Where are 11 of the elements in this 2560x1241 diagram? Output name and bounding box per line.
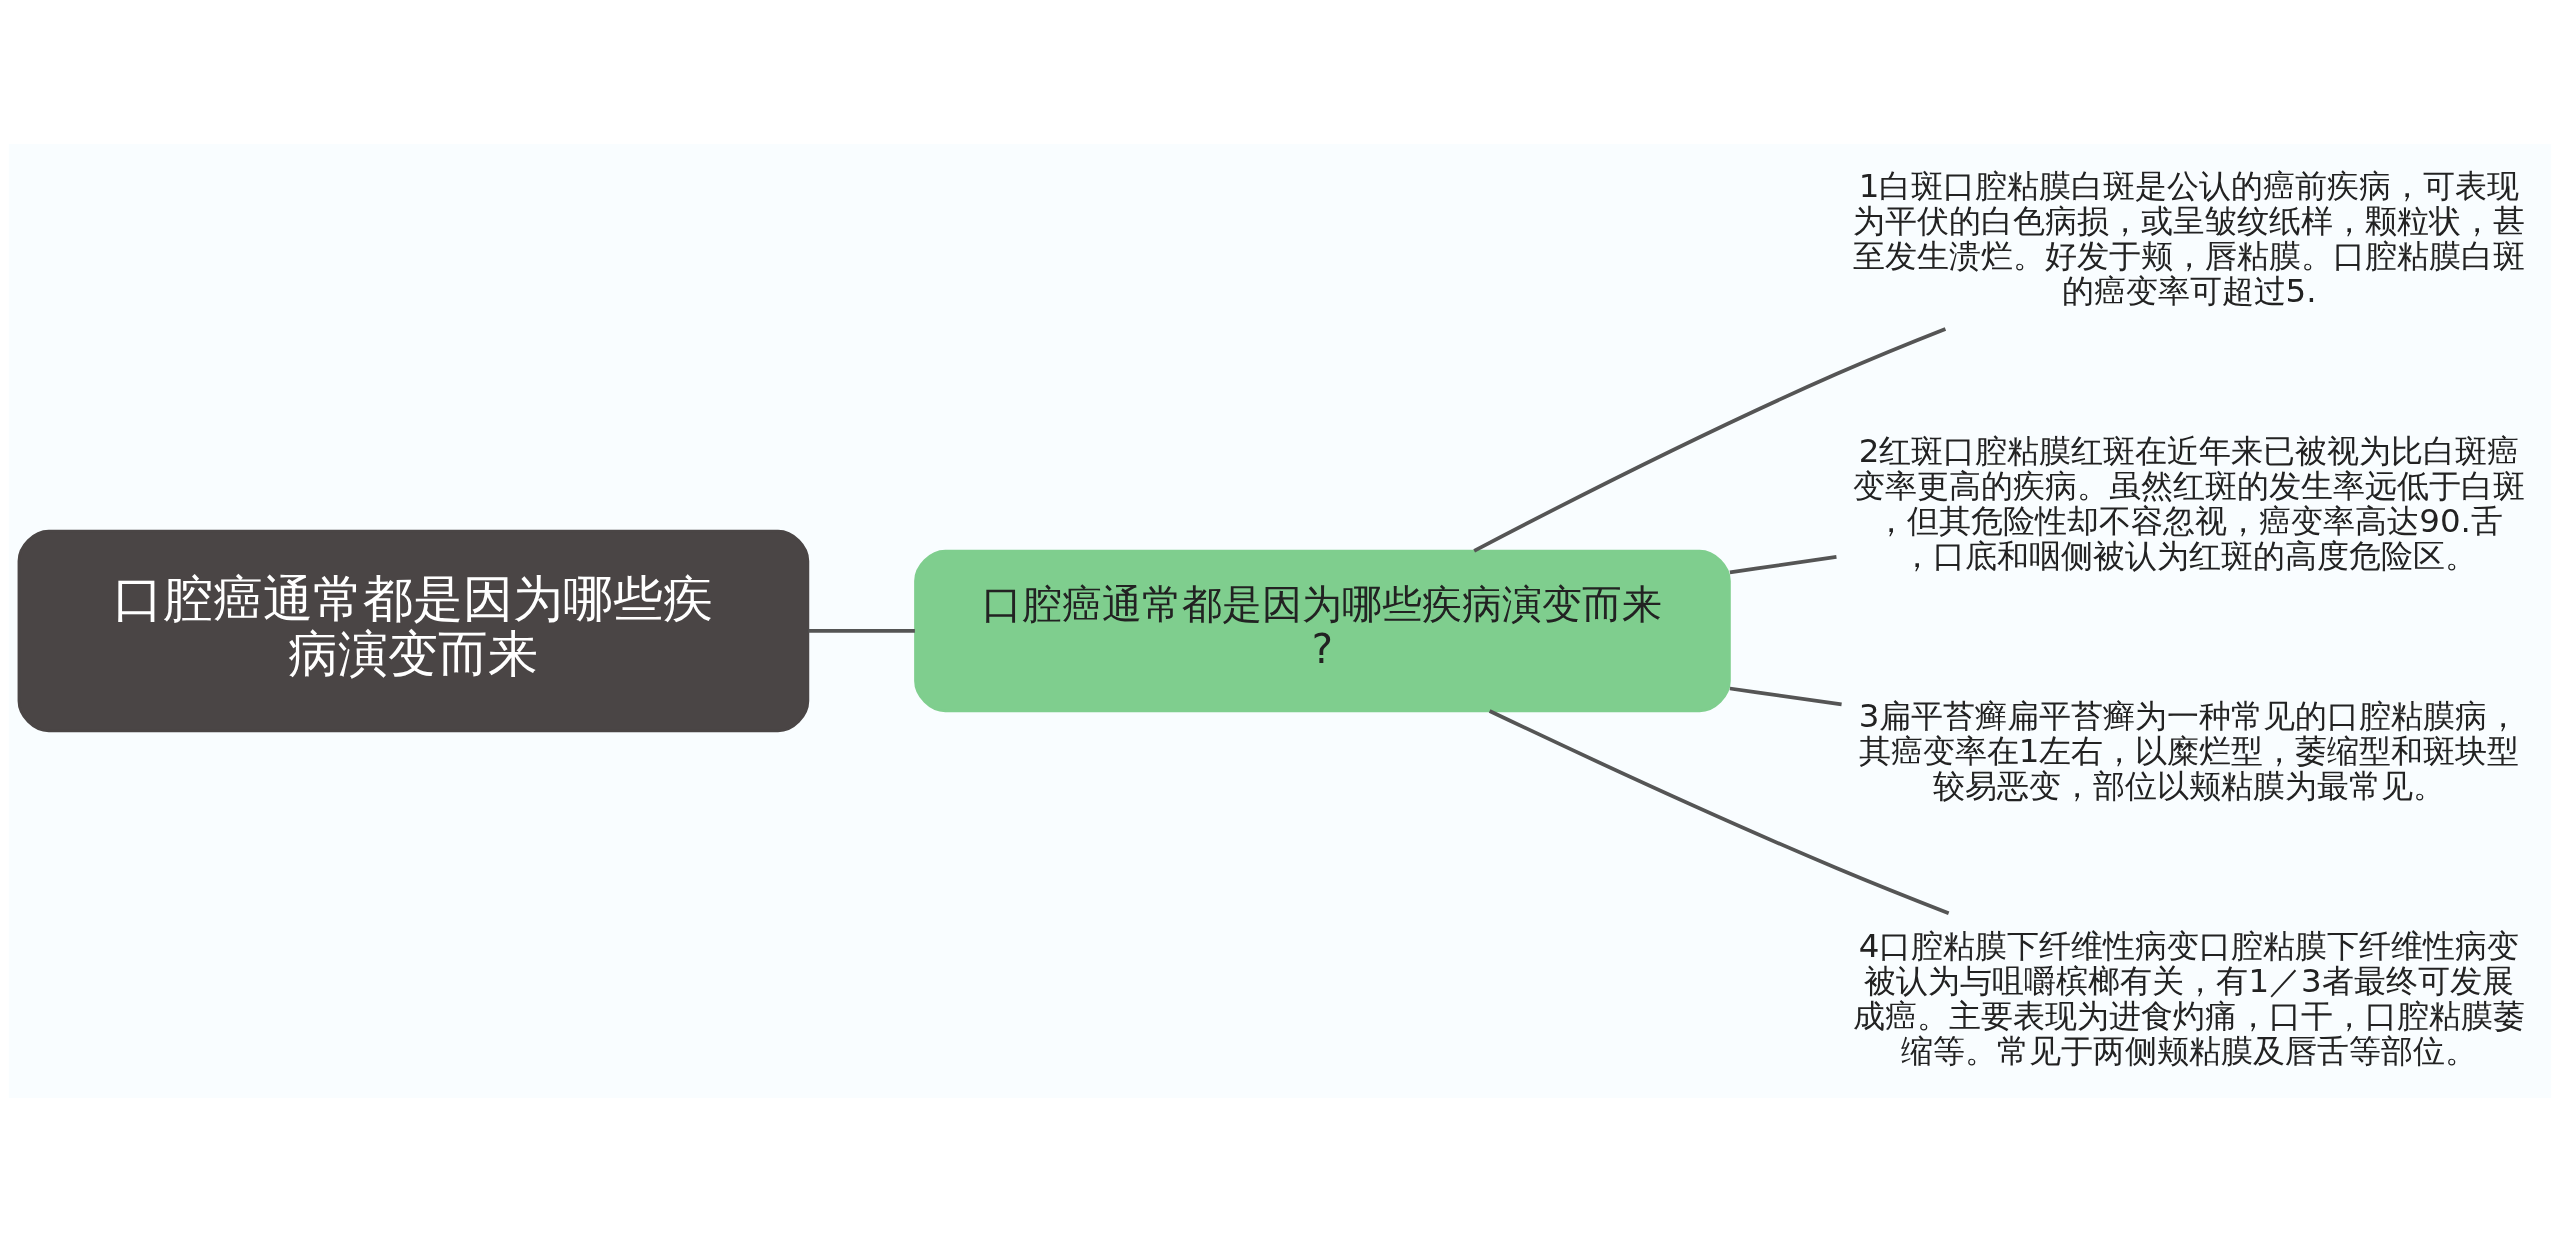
- node-text: 1白斑口腔粘膜白斑是公认的癌前疾病，可表现为平伏的白色病损，或呈皱纹纸样，颗粒状，甚至发生溃烂。好发于颊，唇粘膜。口腔粘膜白斑的癌变率可超过5.: [1853, 166, 2526, 310]
- connector: [1488, 708, 1950, 915]
- connector: [1729, 686, 1842, 706]
- connector: [1473, 326, 1947, 552]
- node-text: 3扁平苔癣扁平苔癣为一种常见的口腔粘膜病，其癌变率在1左右，以糜烂型，萎缩型和斑块型较易恶变，部位以颊粘膜为最常见。: [1858, 696, 2520, 805]
- connector: [808, 628, 915, 633]
- node-text: 2红斑口腔粘膜红斑在近年来已被视为比白斑癌变率更高的疾病。虽然红斑的发生率远低于白斑，但其危险性却不容忽视，癌变率高达90.舌，口底和咽侧被认为红斑的高度危险区。: [1853, 431, 2526, 575]
- connector: [1729, 554, 1837, 574]
- node-text: 4口腔粘膜下纤维性病变口腔粘膜下纤维性病变被认为与咀嚼槟榔有关，有1／3者最终可发展成癌。主要表现为进食灼痛，口干，口腔粘膜萎缩等。常见于两侧颊粘膜及唇舌等部位。: [1853, 926, 2526, 1070]
- node-box: 口腔癌通常都是因为哪些疾病演变而来: [17, 529, 810, 732]
- node-box: 口腔癌通常都是因为哪些疾病演变而来?: [914, 549, 1731, 712]
